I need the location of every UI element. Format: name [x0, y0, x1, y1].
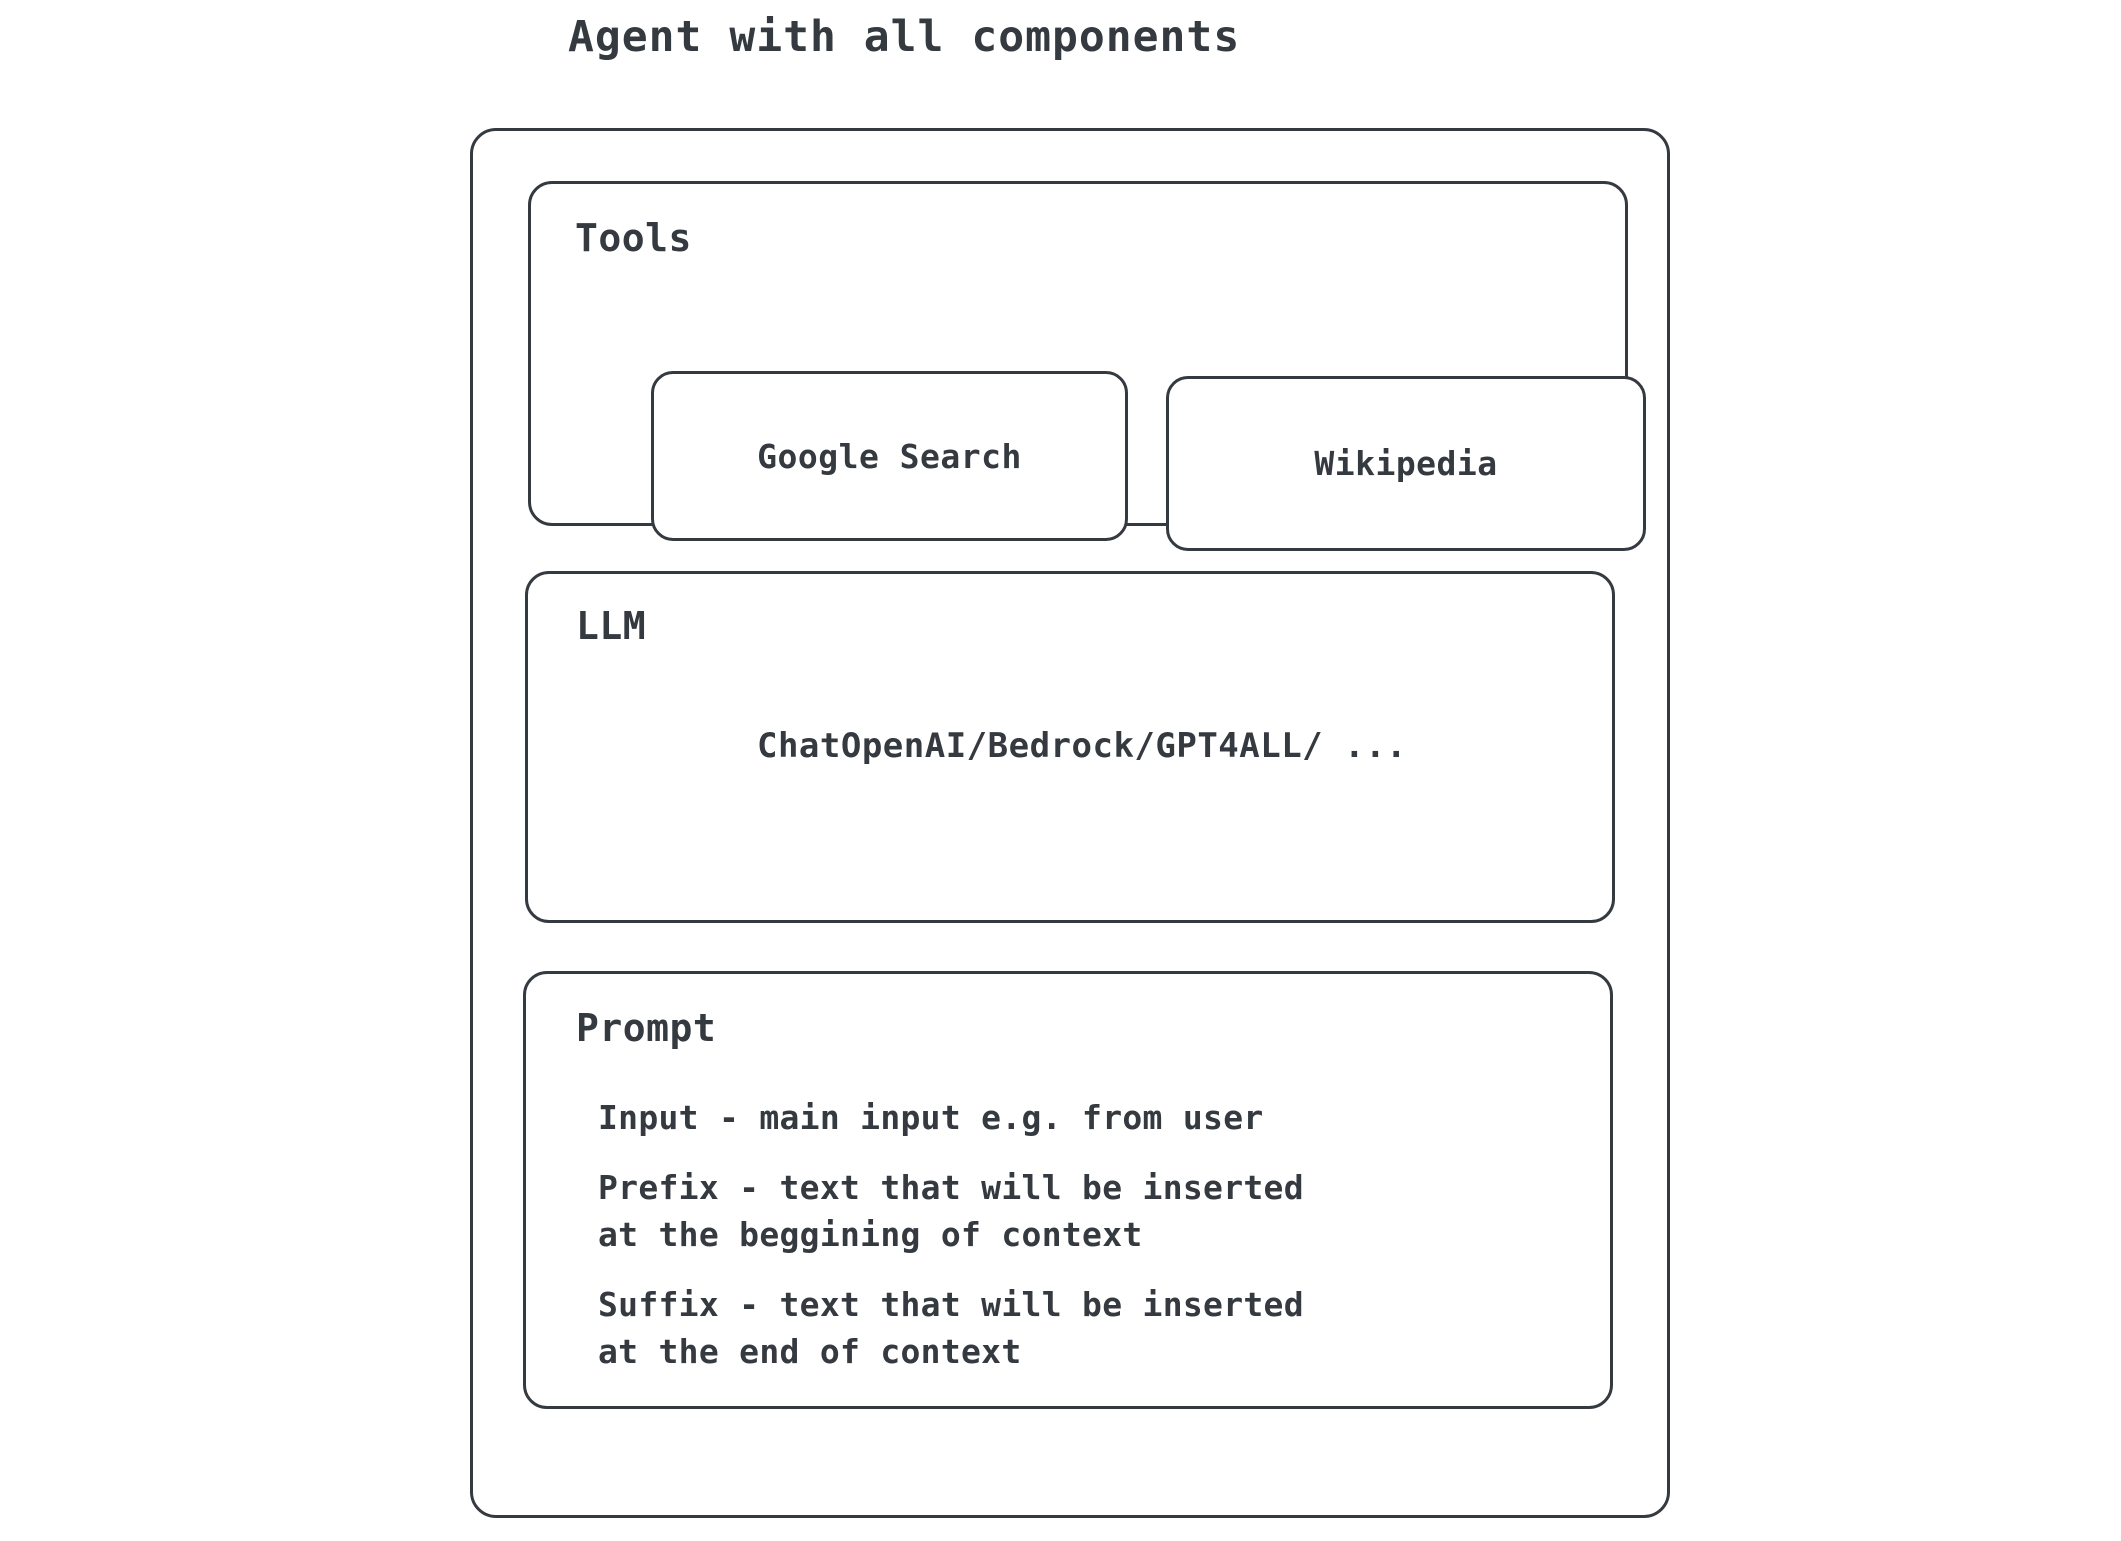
prompt-item-prefix-line-0: Prefix - text that will be inserted [598, 1168, 1304, 1207]
section-llm-title: LLM [576, 604, 647, 648]
section-prompt-title: Prompt [576, 1006, 717, 1050]
section-prompt: Prompt Input - main input e.g. from user… [523, 971, 1613, 1409]
prompt-item-prefix: Prefix - text that will be inserted at t… [598, 1164, 1590, 1258]
tool-google-search-label: Google Search [757, 436, 1022, 476]
tool-wikipedia[interactable]: Wikipedia [1166, 376, 1646, 551]
agent-container: Tools Google Search Wikipedia LLM ChatOp… [470, 128, 1670, 1518]
section-tools-title: Tools [575, 216, 692, 260]
tool-wikipedia-label: Wikipedia [1314, 444, 1498, 483]
prompt-item-list: Input - main input e.g. from user Prefix… [598, 1094, 1590, 1375]
prompt-item-suffix-line-1: at the end of context [598, 1332, 1022, 1371]
tool-google-search[interactable]: Google Search [651, 371, 1128, 541]
prompt-item-prefix-line-1: at the beggining of context [598, 1215, 1143, 1254]
prompt-item-suffix: Suffix - text that will be inserted at t… [598, 1281, 1590, 1375]
prompt-item-input-line-0: Input - main input e.g. from user [598, 1098, 1264, 1137]
section-tools: Tools Google Search Wikipedia [528, 181, 1646, 551]
llm-model-list: ChatOpenAI/Bedrock/GPT4ALL/ ... [756, 726, 1408, 766]
diagram-title: Agent with all components [568, 12, 1241, 62]
section-llm: LLM ChatOpenAI/Bedrock/GPT4ALL/ ... [525, 571, 1615, 923]
prompt-item-input: Input - main input e.g. from user [598, 1094, 1590, 1141]
prompt-item-suffix-line-0: Suffix - text that will be inserted [598, 1285, 1304, 1324]
